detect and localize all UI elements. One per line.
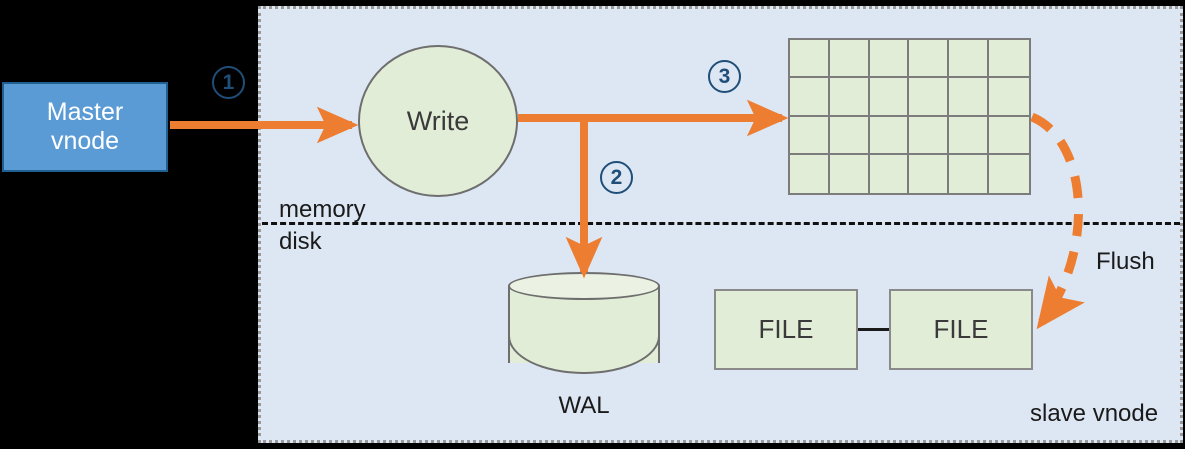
master-vnode-label-line1: Master: [46, 97, 124, 126]
memory-cell: [949, 40, 990, 79]
memory-cell: [869, 154, 910, 193]
memory-label: memory: [279, 196, 366, 223]
step-circle-3-label: 3: [718, 64, 731, 88]
file-box-1[interactable]: FILE: [714, 289, 858, 370]
memory-cell: [790, 154, 830, 193]
slave-vnode-label: slave vnode: [1030, 400, 1159, 427]
step-circle-2: 2: [600, 161, 633, 194]
wal-cylinder[interactable]: [508, 272, 660, 375]
memory-cell: [869, 116, 910, 155]
step-circle-1-label: 1: [222, 70, 235, 94]
write-node-label: Write: [406, 105, 470, 136]
master-vnode-label-line2: vnode: [50, 127, 120, 155]
master-vnode-box[interactable]: Master vnode: [2, 82, 168, 172]
memory-cell: [989, 40, 1029, 79]
step-circle-3: 3: [708, 60, 741, 93]
memory-cell: [949, 154, 990, 193]
file-box-1-label: FILE: [758, 314, 814, 344]
memory-cell: [949, 78, 990, 117]
memory-cell: [989, 154, 1029, 193]
wal-cylinder-bottom: [508, 336, 660, 374]
step-circle-1: 1: [212, 66, 245, 99]
memory-cell: [909, 40, 950, 79]
memory-cell: [790, 116, 830, 155]
memory-cell: [909, 78, 950, 117]
memory-cell: [869, 78, 910, 117]
memory-cell: [790, 40, 830, 79]
file-box-2[interactable]: FILE: [889, 289, 1033, 370]
memory-cell: [829, 154, 870, 193]
memory-cell: [829, 40, 870, 79]
memory-table-grid: [788, 38, 1031, 195]
disk-label: disk: [279, 228, 322, 255]
memory-disk-divider: [262, 222, 1180, 225]
wal-cylinder-top: [508, 272, 660, 300]
memory-cell: [869, 40, 910, 79]
memory-cell: [829, 116, 870, 155]
memory-cell: [790, 78, 830, 117]
write-node[interactable]: Write: [358, 45, 518, 197]
file-box-2-label: FILE: [933, 314, 989, 344]
file-link-connector: [858, 328, 889, 331]
wal-label: WAL: [558, 392, 610, 419]
flush-label: Flush: [1096, 248, 1155, 275]
memory-cell: [949, 116, 990, 155]
memory-cell: [989, 116, 1029, 155]
memory-cell: [909, 154, 950, 193]
memory-cell: [909, 116, 950, 155]
step-circle-2-label: 2: [610, 165, 623, 189]
memory-cell: [829, 78, 870, 117]
memory-cell: [989, 78, 1029, 117]
